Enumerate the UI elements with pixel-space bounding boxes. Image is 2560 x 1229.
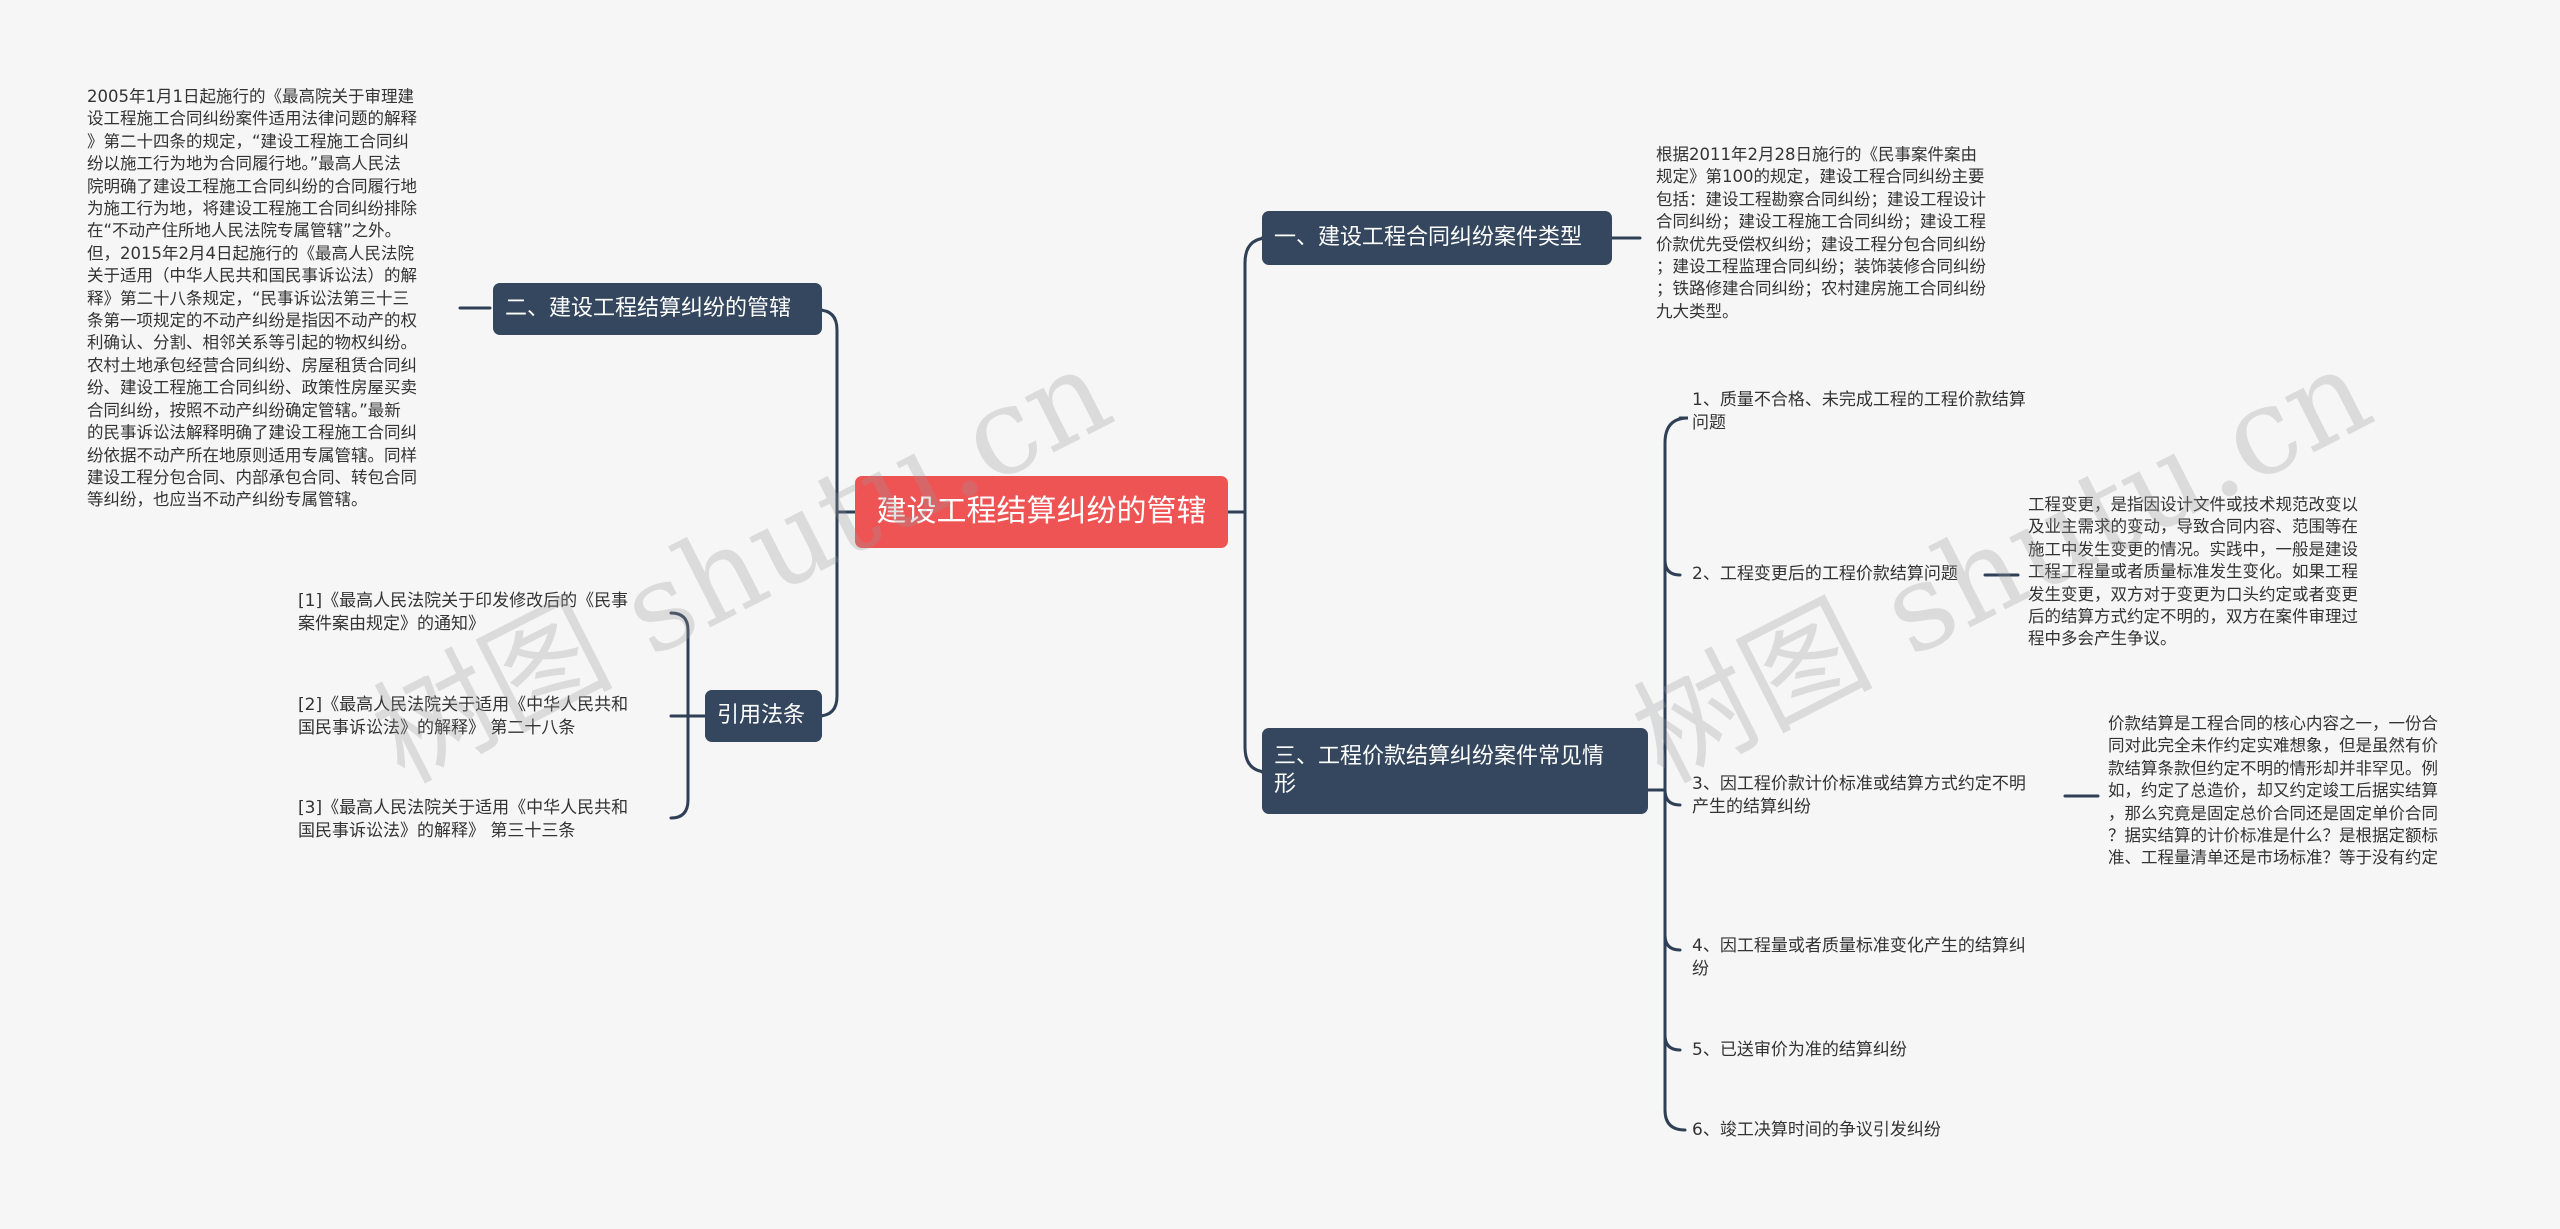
root-topic-label: 建设工程结算纠纷的管辖	[876, 494, 1207, 529]
branch-common-situations-label: 三、工程价款结算纠纷案件常见情 形	[1274, 744, 1605, 797]
link-root-left	[817, 308, 857, 718]
situation-item-3-detail: 价款结算是工程合同的核心内容之一，一份合 同对此完全未作约定实难想象，但是虽然有…	[2108, 714, 2438, 868]
jurisdiction-detail: 2005年1月1日起施行的《最高院关于审理建 设工程施工合同纠纷案件适用法律问题…	[87, 87, 417, 510]
situation-item-1[interactable]: 1、质量不合格、未完成工程的工程价款结算 问题	[1692, 390, 2026, 433]
case-types-detail: 根据2011年2月28日施行的《民事案件案由 规定》第100的规定，建设工程合同…	[1656, 145, 1986, 321]
branch-jurisdiction[interactable]: 二、建设工程结算纠纷的管辖	[493, 283, 822, 335]
situation-item-5[interactable]: 5、已送审价为准的结算纠纷	[1692, 1040, 1907, 1060]
link-b3-items	[1646, 416, 1689, 1132]
branch-cited-laws-label: 引用法条	[717, 703, 806, 728]
cited-law-1[interactable]: [1]《最高人民法院关于印发修改后的《民事 案件案由规定》的通知》	[298, 591, 629, 634]
situation-item-6[interactable]: 6、竣工决算时间的争议引发纠纷	[1692, 1120, 1941, 1140]
situation-item-2-detail: 工程变更，是指因设计文件或技术规范改变以 及业主需求的变动，导致合同内容、范围等…	[2028, 495, 2358, 649]
link-b4-items	[669, 611, 707, 820]
cited-law-3[interactable]: [3]《最高人民法院关于适用《中华人民共和 国民事诉讼法》的解释》 第三十三条	[298, 798, 629, 841]
branch-case-types[interactable]: 一、建设工程合同纠纷案件类型	[1262, 211, 1612, 265]
branch-common-situations[interactable]: 三、工程价款结算纠纷案件常见情 形	[1262, 728, 1648, 814]
root-topic[interactable]: 建设工程结算纠纷的管辖	[855, 476, 1228, 548]
situation-item-2[interactable]: 2、工程变更后的工程价款结算问题	[1692, 564, 1958, 584]
branch-jurisdiction-label: 二、建设工程结算纠纷的管辖	[505, 296, 792, 321]
branch-case-types-label: 一、建设工程合同纠纷案件类型	[1274, 225, 1583, 250]
situation-item-3[interactable]: 3、因工程价款计价标准或结算方式约定不明 产生的结算纠纷	[1692, 774, 2026, 817]
branch-cited-laws[interactable]: 引用法条	[705, 690, 822, 742]
link-root-right	[1226, 236, 1269, 774]
situation-item-4[interactable]: 4、因工程量或者质量标准变化产生的结算纠 纷	[1692, 936, 2026, 979]
cited-law-2[interactable]: [2]《最高人民法院关于适用《中华人民共和 国民事诉讼法》的解释》 第二十八条	[298, 695, 629, 738]
